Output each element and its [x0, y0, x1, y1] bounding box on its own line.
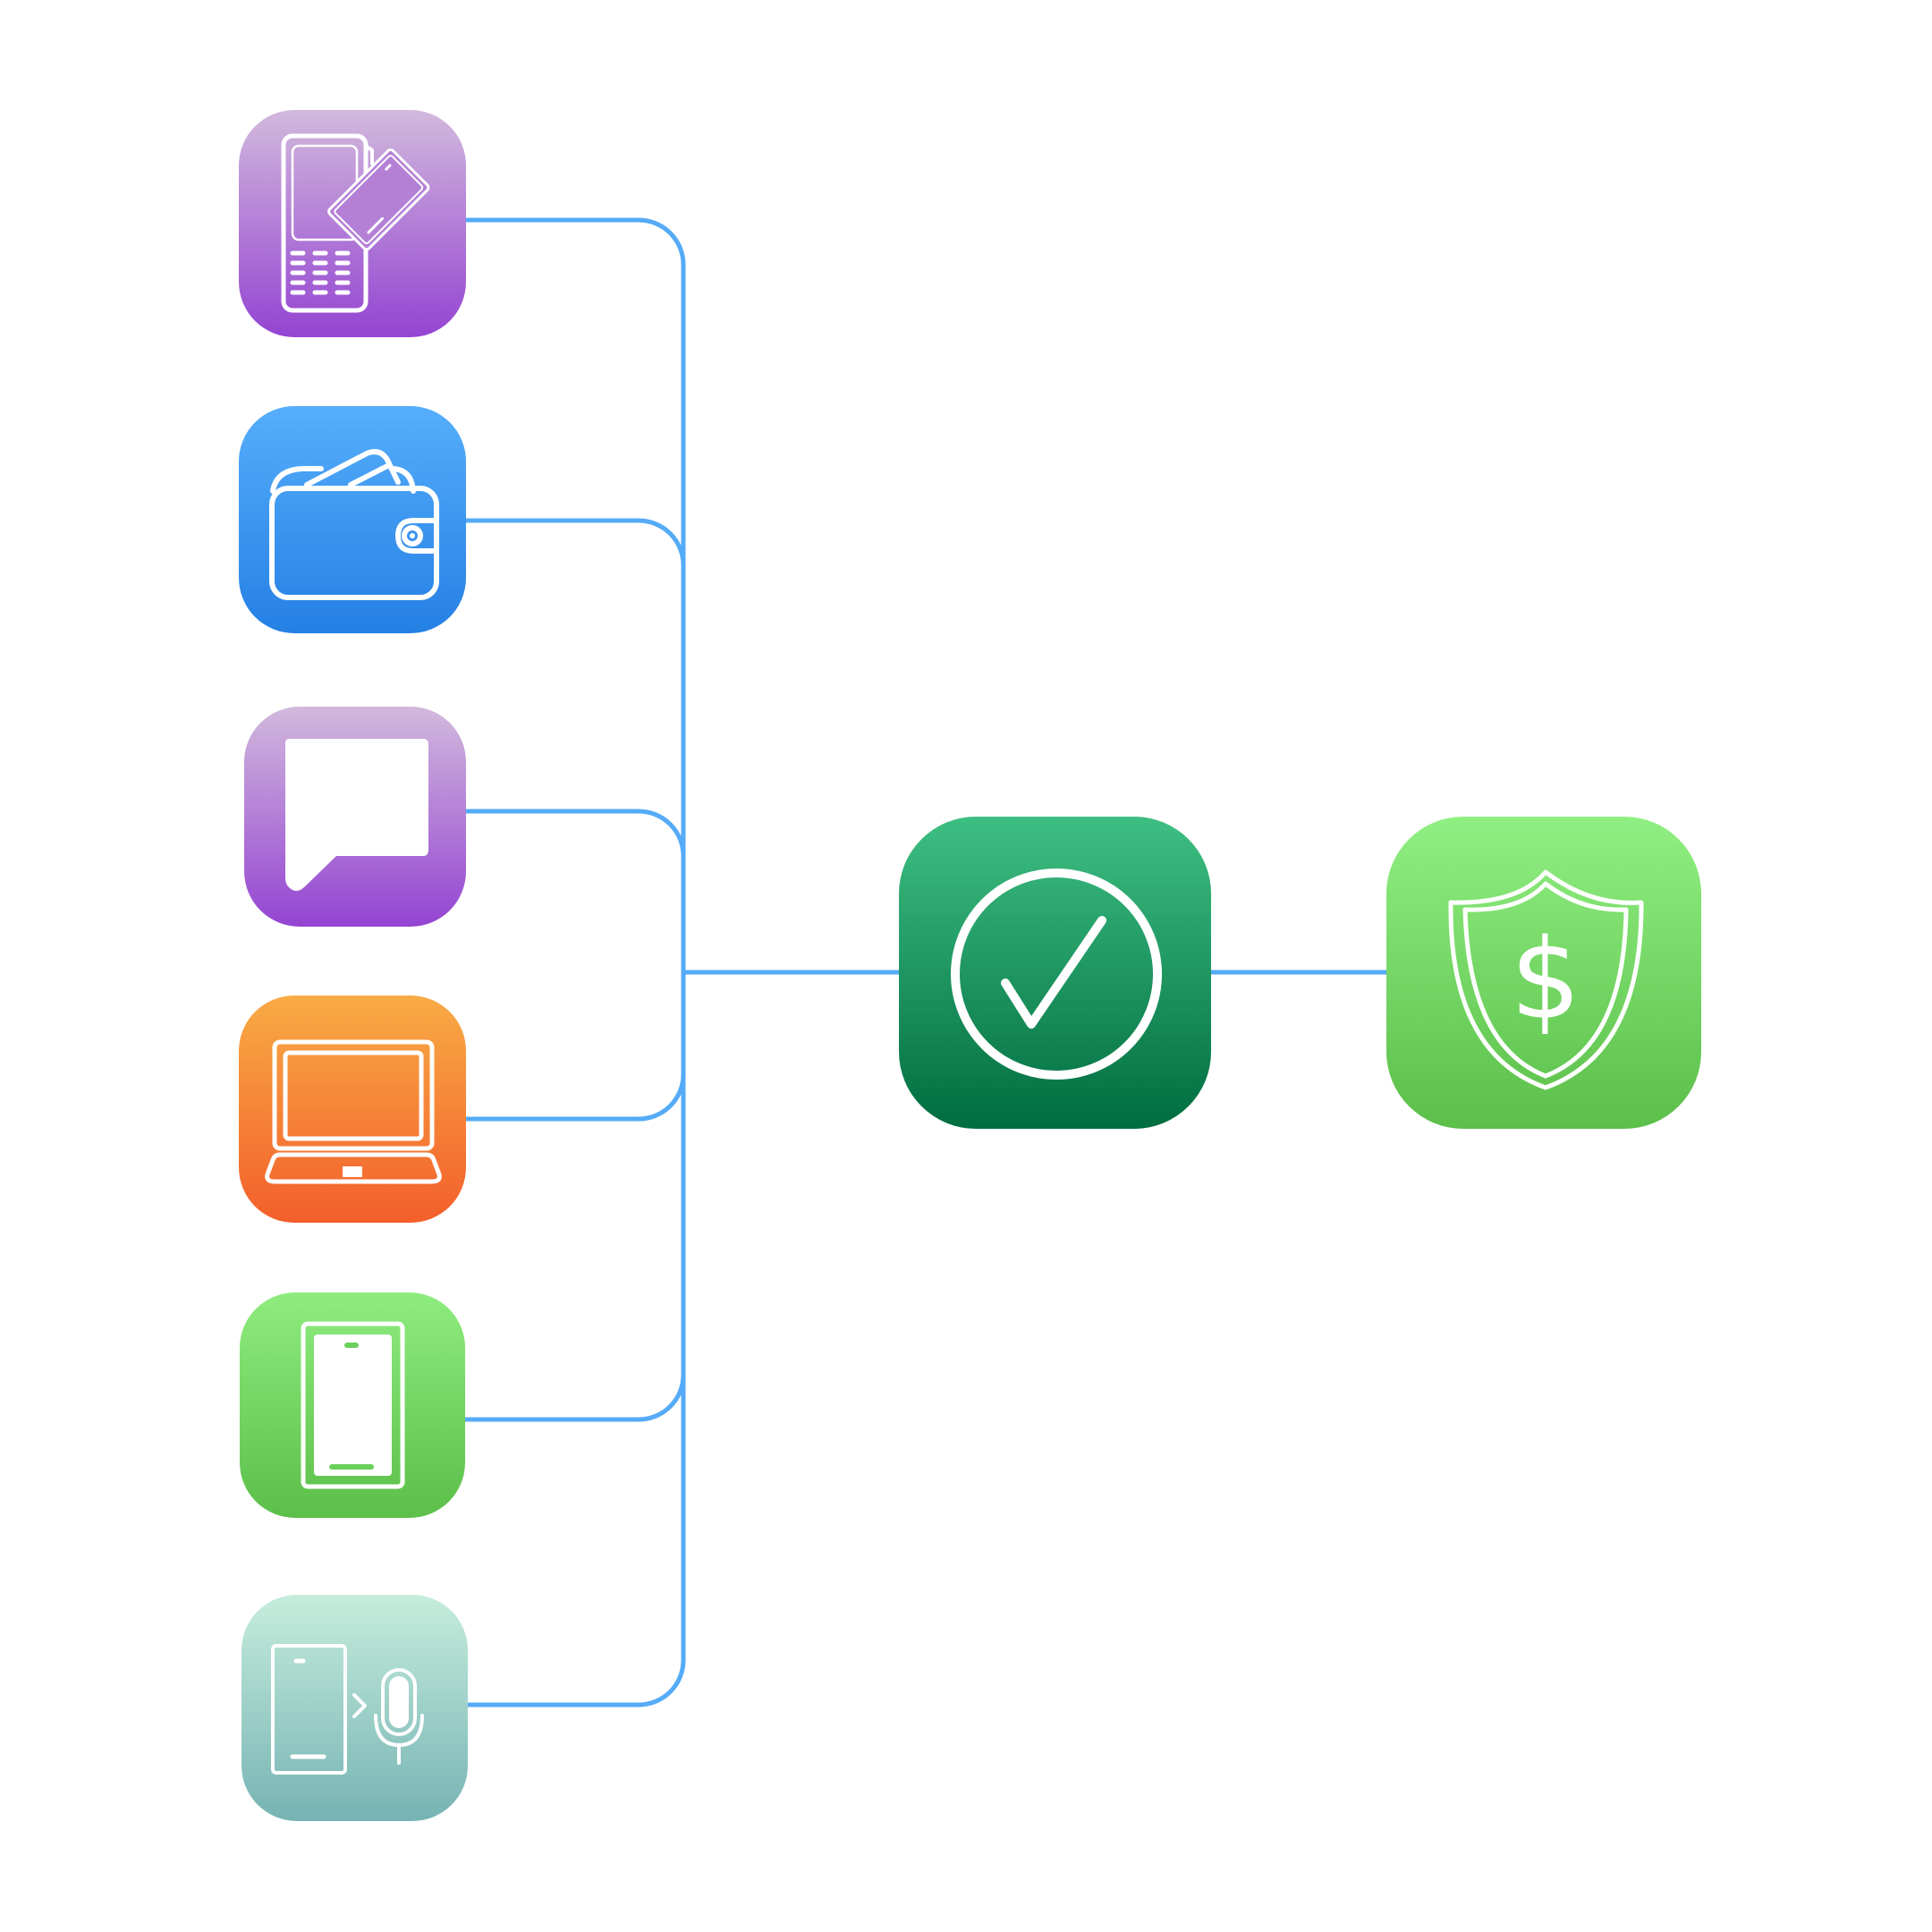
tile-laptop[interactable]: Online / laptop checkout [239, 996, 466, 1223]
smartphone-icon [301, 1321, 405, 1489]
chat-bubble-icon [285, 739, 428, 891]
tile-wallet[interactable]: Digital wallet [239, 406, 466, 633]
tile-verification[interactable]: Payment approved / verified [899, 817, 1211, 1129]
connector-pos-terminal [463, 217, 686, 267]
tile-chat[interactable]: Messaging / chat payment [244, 707, 466, 927]
laptop-icon [265, 1039, 442, 1184]
tile-voice[interactable]: Voice assistant payment [242, 1595, 468, 1821]
wallet-icon [269, 449, 439, 600]
connector-voice [465, 1657, 686, 1707]
svg-text:$: $ [1511, 916, 1581, 1045]
connector-laptop [463, 1072, 686, 1122]
tile-pos-terminal[interactable]: Card terminal / contactless card payment [239, 110, 466, 337]
connector-wallet [463, 518, 686, 568]
phone-to-microphone-icon [271, 1644, 424, 1775]
tile-mobile[interactable]: Mobile app payment [240, 1292, 465, 1518]
pos-terminal-card-icon [281, 133, 430, 313]
tile-secure-funds[interactable]: Secure money protection $ [1386, 817, 1701, 1129]
connector-mobile [462, 1372, 686, 1422]
shield-dollar-icon: $ [1448, 869, 1644, 1090]
check-circle-icon [951, 869, 1162, 1080]
connector-chat [463, 809, 686, 859]
